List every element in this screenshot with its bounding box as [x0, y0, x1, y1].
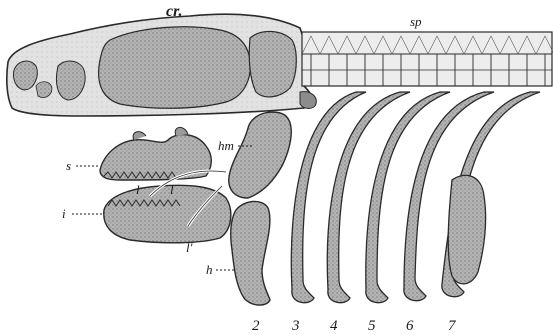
- cranium: [7, 14, 317, 116]
- arch-numbers: 2 3 4 5 6 7: [252, 318, 457, 334]
- arch-number-6: 6: [406, 318, 414, 334]
- arch-number-3: 3: [291, 318, 300, 334]
- label-hyoid: h: [206, 262, 213, 277]
- arch-number-7: 7: [448, 318, 457, 334]
- branchial-arch-7-basal: [448, 175, 485, 284]
- label-lower-jaw: i: [62, 206, 66, 221]
- label-hyomandibular: hm: [218, 138, 234, 153]
- hyoid-arch: [231, 201, 270, 305]
- label-labial-1: l: [136, 182, 140, 197]
- arch-number-2: 2: [252, 318, 260, 334]
- branchial-arches: [291, 92, 540, 303]
- arch-number-4: 4: [330, 318, 338, 334]
- hyomandibular: [229, 112, 291, 198]
- label-labial-2: l: [170, 182, 174, 197]
- label-cranium: cr.: [166, 3, 182, 20]
- arch-number-5: 5: [368, 318, 376, 334]
- label-upper-jaw: s: [66, 158, 71, 173]
- vertebral-column: [302, 32, 553, 86]
- jaws: [100, 127, 231, 242]
- label-labial-3: l': [186, 240, 193, 255]
- label-spine: sp: [410, 14, 422, 29]
